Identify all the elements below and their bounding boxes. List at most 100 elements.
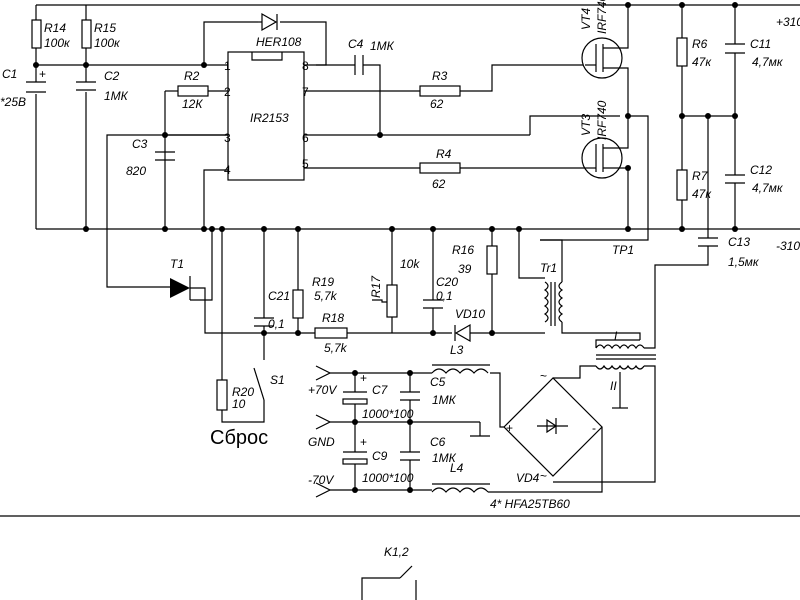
r17-wiper <box>372 299 387 303</box>
winding-i-label: I <box>614 329 618 343</box>
c9-label: C9 <box>372 449 388 463</box>
c2-value: 1МК <box>104 89 129 103</box>
r18-resistor <box>314 327 348 339</box>
gnd-terminal <box>315 414 332 430</box>
pin-6: 6 <box>302 131 309 145</box>
c21-label: C21 <box>268 289 290 303</box>
k12-contact <box>361 577 400 600</box>
r15-value: 100к <box>94 36 121 50</box>
c9-plus: + <box>360 435 367 449</box>
plus70-label: +70V <box>308 383 337 397</box>
c6-capacitor <box>400 451 420 461</box>
r15-label: R15 <box>94 21 116 35</box>
vd4-ac-top: ~ <box>540 369 547 383</box>
r20-label: R20 <box>232 385 254 399</box>
c2-label: C2 <box>104 69 120 83</box>
r17-label: R17 <box>369 275 383 298</box>
r3-label: R3 <box>432 69 448 83</box>
gnd-label: GND <box>308 435 335 449</box>
c1-capacitor <box>26 81 46 94</box>
c7-label: C7 <box>372 383 389 397</box>
r14-value: 100к <box>44 36 71 50</box>
r16-label: R16 <box>452 243 474 257</box>
c4-value: 1МК <box>370 39 395 53</box>
c11-capacitor <box>725 43 745 54</box>
l4-label: L4 <box>450 461 464 475</box>
l4-inductor <box>431 487 489 493</box>
c4-capacitor <box>354 55 364 75</box>
r19-label: R19 <box>312 275 334 289</box>
r19-resistor <box>292 289 304 319</box>
c4-label: C4 <box>348 37 364 51</box>
pin-2: 2 <box>224 85 231 99</box>
tp1-label: TP1 <box>612 243 634 257</box>
c11-label: C11 <box>750 37 771 51</box>
diodes-note: 4* HFA25TB60 <box>490 497 570 511</box>
r4-label: R4 <box>436 147 452 161</box>
c9-capacitor <box>342 451 368 465</box>
vd4-bridge <box>503 377 603 477</box>
ic-label: IR2153 <box>250 111 289 125</box>
c20-value: 0,1 <box>436 289 453 303</box>
vd10-diode <box>454 323 471 343</box>
vt3-label: VT3 <box>579 114 593 136</box>
c11-value: 4,7мк <box>752 55 784 69</box>
r7-value: 47к <box>692 187 712 201</box>
r2-value: 12К <box>182 97 203 111</box>
tr1-label: Tr1 <box>540 261 557 275</box>
vt4-label: VT4 <box>579 8 593 30</box>
ic-notch <box>251 52 283 61</box>
c12-value: 4,7мк <box>752 181 784 195</box>
c12-capacitor <box>725 174 745 184</box>
k12-switch <box>399 565 413 579</box>
vd4-label: VD4 <box>516 471 540 485</box>
c13-capacitor <box>698 237 718 247</box>
c7-plus: + <box>360 371 367 385</box>
s1-label: S1 <box>270 373 285 387</box>
s1-switch[interactable] <box>253 367 265 401</box>
t1-label: T1 <box>170 257 184 271</box>
r7-resistor <box>676 169 688 201</box>
c5-label: C5 <box>430 375 446 389</box>
her108-label: HER108 <box>256 35 302 49</box>
vt4-transistor <box>581 5 629 116</box>
her108-diode <box>258 12 278 32</box>
c5-value: 1МК <box>432 393 457 407</box>
l3-label: L3 <box>450 343 464 357</box>
vd4-ac-bottom: ~ <box>540 469 547 483</box>
r14-resistor <box>31 19 42 49</box>
c12-label: C12 <box>750 163 772 177</box>
main-transformer-secondary <box>595 364 645 370</box>
minus70-terminal <box>315 482 332 498</box>
r7-label: R7 <box>692 169 709 183</box>
c7-value: 1000*100 <box>362 407 414 421</box>
c5-capacitor <box>400 391 420 401</box>
r2-label: R2 <box>184 69 200 83</box>
r18-label: R18 <box>322 311 344 325</box>
r6-label: R6 <box>692 37 708 51</box>
c1-plus: + <box>39 67 46 81</box>
r17-potentiometer <box>386 284 398 318</box>
r14-label: R14 <box>44 21 66 35</box>
reset-label: Сброс <box>210 427 268 449</box>
r16-resistor <box>486 245 498 275</box>
r6-value: 47к <box>692 55 712 69</box>
her108-wire-left <box>203 21 258 65</box>
vd4-plus: + <box>506 421 513 435</box>
r4-resistor <box>419 162 461 174</box>
c21-value: 0,1 <box>268 317 285 331</box>
winding-ii-label: II <box>610 379 617 393</box>
minus70-label: -70V <box>308 473 334 487</box>
r19-value: 5,7k <box>314 289 338 303</box>
minus310-label: -310 <box>776 239 800 253</box>
vd4-minus: - <box>592 421 596 435</box>
ir2153-ic <box>227 51 305 181</box>
pin-3: 3 <box>224 131 231 145</box>
vt4-type: IRF740 <box>595 0 609 34</box>
t1-thyristor <box>170 229 254 334</box>
plus70-terminal <box>315 365 332 381</box>
r3-resistor <box>419 85 461 97</box>
vt3-type: IRF740 <box>595 100 609 140</box>
